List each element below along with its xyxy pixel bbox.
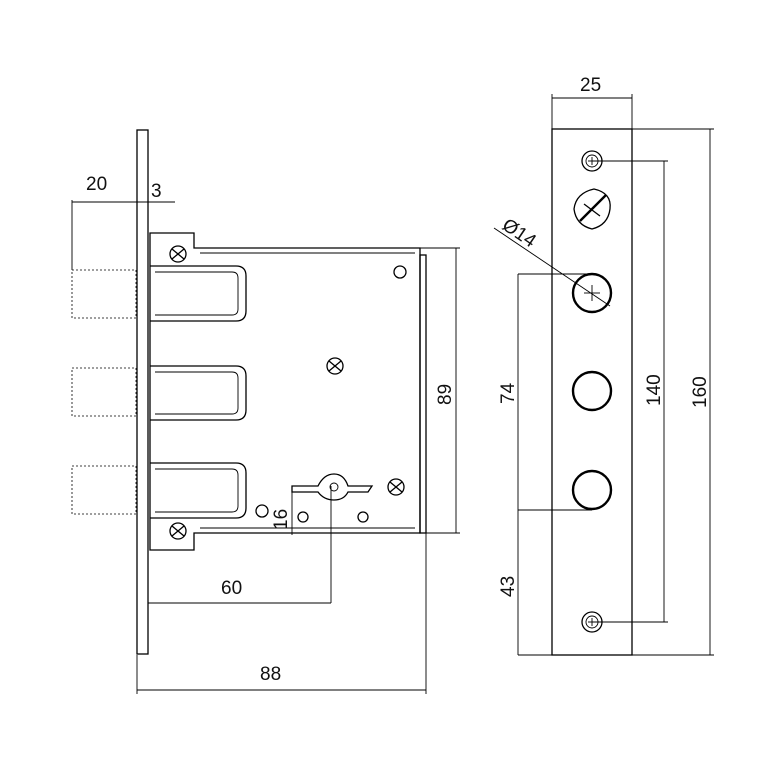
bolt-channel-bottom-inner bbox=[155, 468, 239, 513]
hole-lower-a bbox=[297, 511, 309, 523]
label-key-offset: 16 bbox=[271, 509, 292, 530]
bolt-channel-top-inner bbox=[155, 271, 239, 316]
hole-lower-left bbox=[255, 504, 269, 518]
dimension-backset: 60 bbox=[148, 486, 332, 604]
bolt-top bbox=[71, 269, 137, 319]
bolt-bottom bbox=[71, 465, 137, 515]
dimension-bolt-throw: 20 3 bbox=[71, 174, 175, 270]
label-hole-diameter: Ø14 bbox=[498, 215, 540, 253]
label-faceplate-thickness: 3 bbox=[151, 181, 162, 202]
bolt-channel-middle bbox=[150, 365, 247, 421]
dimension-lower-offset: 43 bbox=[498, 510, 552, 656]
hole-lower-b bbox=[357, 511, 369, 523]
screw-right bbox=[387, 478, 405, 496]
dimension-body-height: 89 bbox=[420, 247, 460, 534]
dimension-hole-spacing: 74 bbox=[498, 273, 592, 511]
cylinder-symbol bbox=[573, 188, 611, 230]
label-plate-width: 25 bbox=[580, 75, 601, 96]
label-backset: 60 bbox=[221, 578, 242, 599]
label-body-height: 89 bbox=[435, 384, 456, 405]
bolt-channel-middle-inner bbox=[155, 371, 239, 415]
bolt-hole-bottom bbox=[571, 469, 613, 511]
strike-plate bbox=[551, 128, 633, 656]
bolt-hole-middle bbox=[571, 370, 613, 412]
screw-top-left bbox=[169, 245, 187, 263]
label-lower-offset: 43 bbox=[498, 576, 519, 597]
faceplate bbox=[136, 129, 149, 655]
faceplate-front-view: 25 Ø14 74 43 140 bbox=[493, 75, 714, 656]
screw-bottom-left bbox=[169, 522, 187, 540]
label-plate-length: 160 bbox=[690, 376, 711, 408]
label-body-width: 88 bbox=[260, 664, 281, 685]
lock-side-view: 20 3 60 16 88 89 bbox=[71, 129, 460, 694]
dimension-plate-width: 25 bbox=[551, 75, 633, 129]
lock-body bbox=[149, 232, 421, 551]
label-bolt-throw: 20 bbox=[86, 174, 107, 195]
bolt-channel-bottom bbox=[150, 462, 247, 519]
dimension-key-offset: 16 bbox=[271, 489, 293, 535]
dimension-plate-length: 160 bbox=[632, 128, 714, 656]
screw-center bbox=[326, 357, 344, 375]
label-screw-spacing: 140 bbox=[644, 374, 665, 406]
dimension-body-width: 88 bbox=[136, 533, 427, 694]
keyhole bbox=[291, 473, 374, 501]
bolt-middle bbox=[71, 367, 137, 417]
dimension-screw-spacing: 140 bbox=[592, 160, 668, 623]
lock-body-edge bbox=[419, 254, 427, 534]
label-hole-spacing: 74 bbox=[498, 382, 519, 404]
hole-top-right bbox=[393, 265, 407, 279]
bolt-channel-top bbox=[150, 265, 247, 322]
